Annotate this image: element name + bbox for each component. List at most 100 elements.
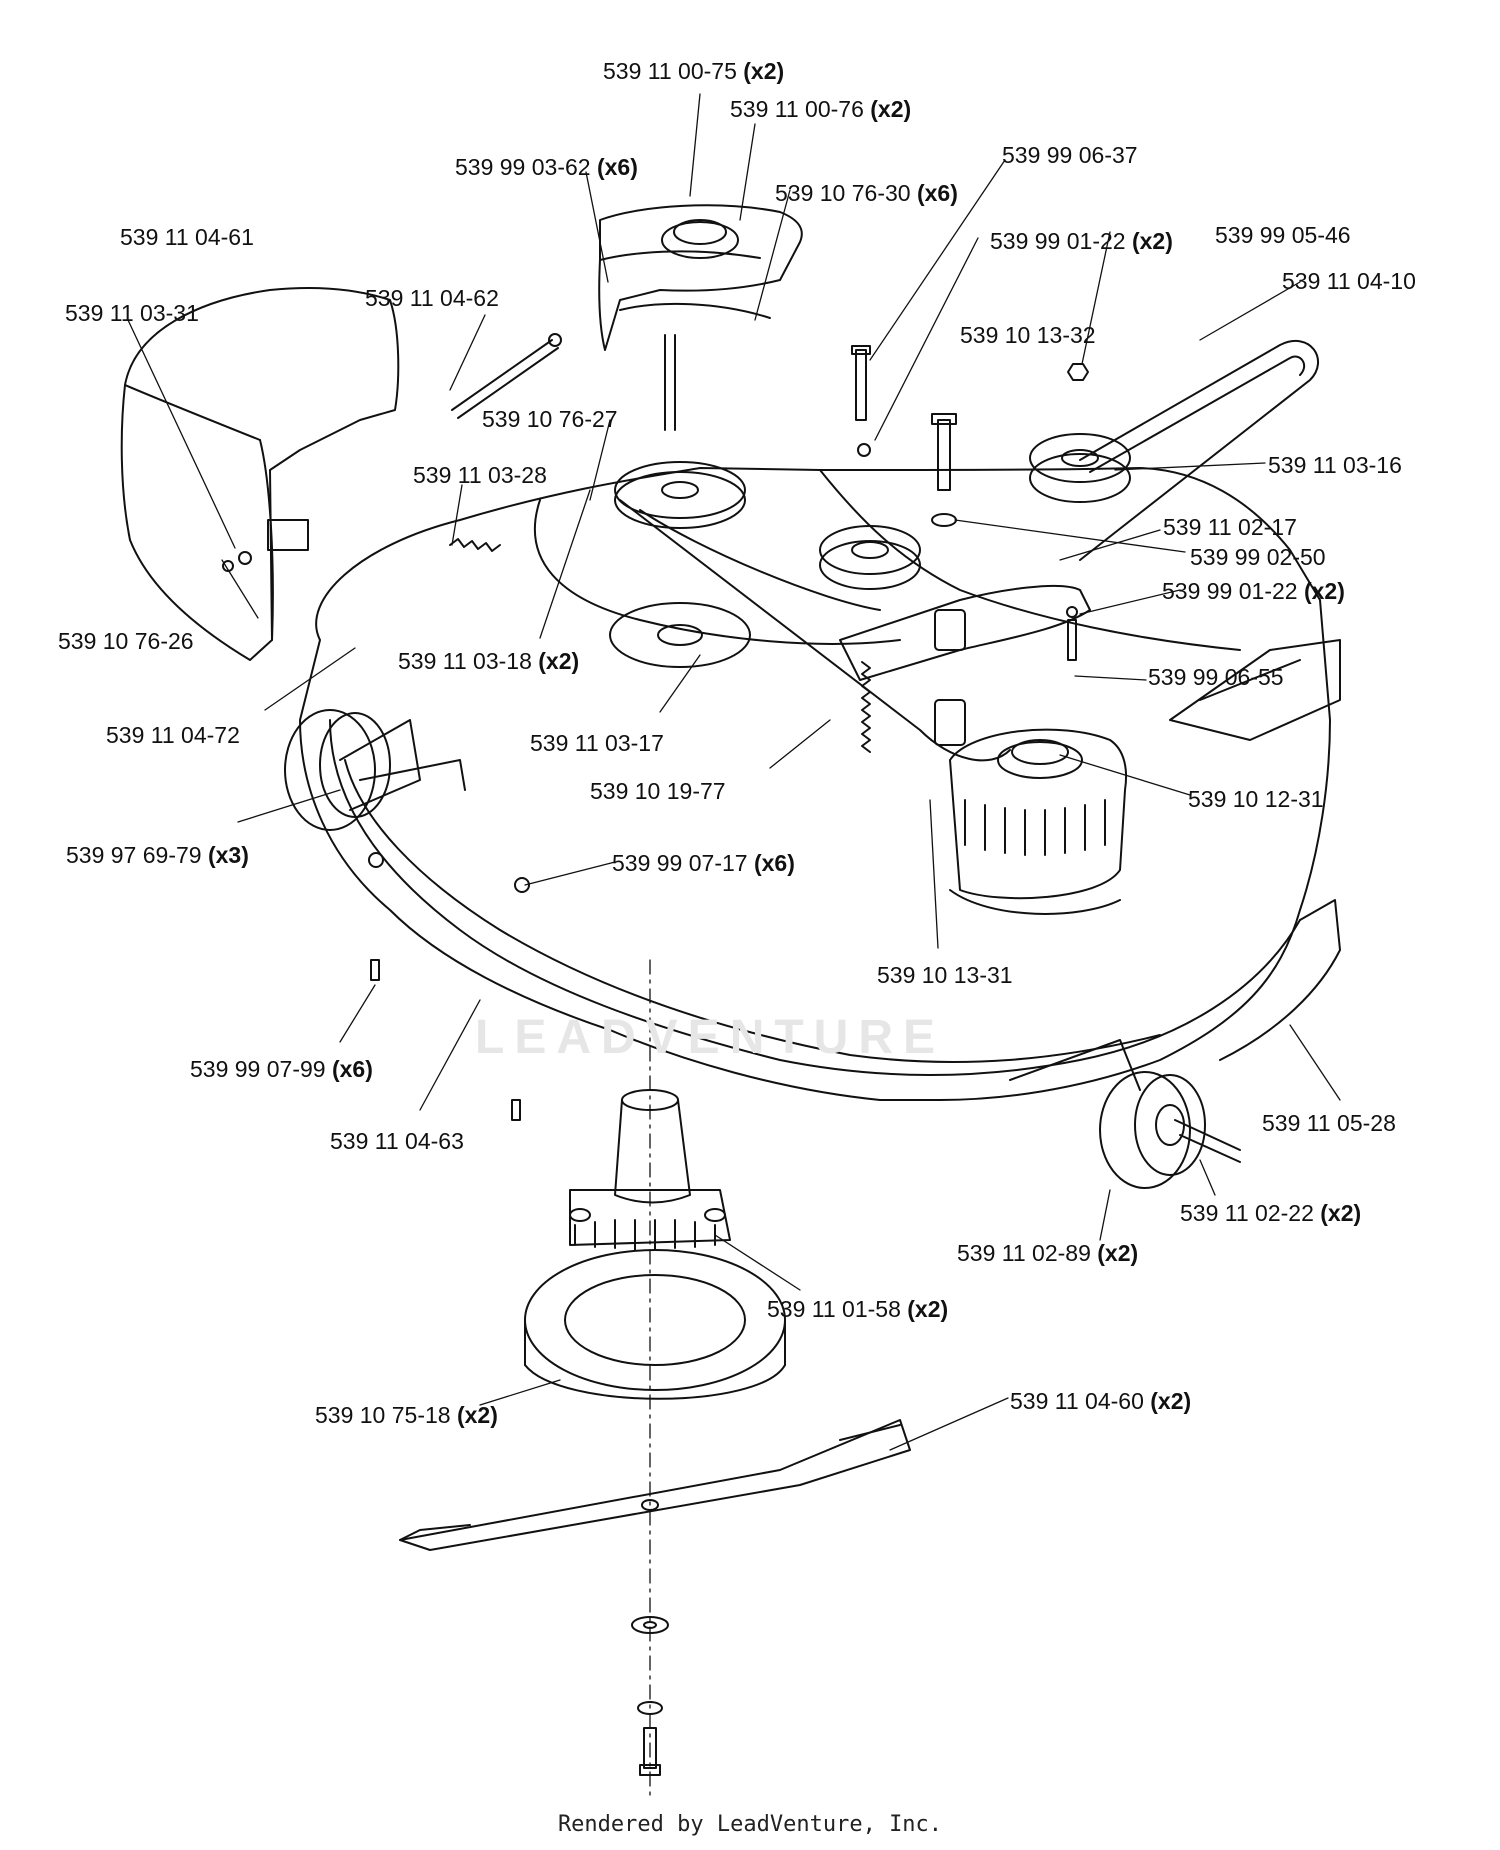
spindle-pulley bbox=[524, 1249, 786, 1400]
callout-label[interactable]: 539 11 04-62 bbox=[365, 285, 499, 311]
callout-label[interactable]: 539 11 02-17 bbox=[1163, 514, 1297, 540]
callout-label[interactable]: 539 10 13-32 bbox=[960, 322, 1096, 348]
callout-label[interactable]: 539 99 06-55 bbox=[1148, 664, 1284, 690]
callout-part-number: 539 99 03-62 bbox=[455, 154, 591, 180]
callout-part-number: 539 99 06-55 bbox=[1148, 664, 1284, 690]
drive-belt bbox=[619, 339, 1320, 762]
spindle-housing-right bbox=[949, 728, 1128, 915]
render-credit: Rendered by LeadVenture, Inc. bbox=[557, 1812, 943, 1837]
callout-quantity: (x2) bbox=[1131, 228, 1173, 254]
callout-label[interactable]: 539 11 03-17 bbox=[530, 730, 664, 756]
callout-label[interactable]: 539 99 07-99 (x6) bbox=[190, 1056, 373, 1082]
callout-part-number: 539 99 05-46 bbox=[1215, 222, 1351, 248]
callout-label[interactable]: 539 99 06-37 bbox=[1002, 142, 1138, 168]
callout-part-number: 539 10 76-26 bbox=[58, 628, 194, 654]
callout-part-number: 539 11 00-75 bbox=[603, 58, 737, 84]
callout-part-number: 539 99 01-22 bbox=[990, 228, 1126, 254]
callout-quantity: (x2) bbox=[1320, 1200, 1362, 1226]
watermark: LEADVENTURE bbox=[475, 1011, 946, 1064]
mower-deck-housing bbox=[299, 467, 1341, 1101]
callout-label[interactable]: 539 11 02-89 (x2) bbox=[957, 1240, 1138, 1266]
tension-spring bbox=[449, 538, 871, 753]
callout-label[interactable]: 539 11 03-28 bbox=[413, 462, 547, 488]
callout-label[interactable]: 539 10 76-30 (x6) bbox=[775, 180, 958, 206]
callout-part-number: 539 11 04-60 bbox=[1010, 1388, 1144, 1414]
callout-label[interactable]: 539 11 04-72 bbox=[106, 722, 240, 748]
callout-quantity: (x2) bbox=[538, 648, 580, 674]
callout-label[interactable]: 539 11 04-61 bbox=[120, 224, 254, 250]
callout-part-number: 539 11 03-28 bbox=[413, 462, 547, 488]
callout-label[interactable]: 539 11 05-28 bbox=[1262, 1110, 1396, 1136]
callout-part-number: 539 11 03-31 bbox=[65, 300, 199, 326]
callout-part-number: 539 11 03-18 bbox=[398, 648, 532, 674]
callout-label[interactable]: 539 11 04-60 (x2) bbox=[1010, 1388, 1191, 1414]
callout-label[interactable]: 539 10 12-31 bbox=[1188, 786, 1324, 812]
callout-label[interactable]: 539 11 04-10 bbox=[1282, 268, 1416, 294]
callout-label[interactable]: 539 99 03-62 (x6) bbox=[455, 154, 638, 180]
callout-label[interactable]: 539 11 00-75 (x2) bbox=[603, 58, 784, 84]
callout-label[interactable]: 539 11 04-63 bbox=[330, 1128, 464, 1154]
callout-quantity: (x2) bbox=[870, 96, 912, 122]
callout-label[interactable]: 539 99 01-22 (x2) bbox=[1162, 578, 1345, 604]
idler-pulley-center bbox=[819, 525, 921, 590]
callout-label[interactable]: 539 99 02-50 bbox=[1190, 544, 1326, 570]
callout-part-number: 539 11 00-76 bbox=[730, 96, 864, 122]
callout-label[interactable]: 539 11 03-18 (x2) bbox=[398, 648, 579, 674]
callout-label[interactable]: 539 10 75-18 (x2) bbox=[315, 1402, 498, 1428]
callout-part-number: 539 11 04-72 bbox=[106, 722, 240, 748]
callout-part-number: 539 99 07-99 bbox=[190, 1056, 326, 1082]
callout-part-number: 539 10 13-31 bbox=[877, 962, 1013, 988]
idler-pulley-right bbox=[1029, 433, 1131, 503]
callout-quantity: (x2) bbox=[1097, 1240, 1139, 1266]
callout-part-number: 539 10 12-31 bbox=[1188, 786, 1324, 812]
callout-part-number: 539 11 04-62 bbox=[365, 285, 499, 311]
callout-quantity: (x2) bbox=[907, 1296, 949, 1322]
callout-label[interactable]: 539 10 76-26 bbox=[58, 628, 194, 654]
deflector-shield bbox=[120, 287, 400, 661]
callout-quantity: (x2) bbox=[743, 58, 785, 84]
callout-quantity: (x2) bbox=[1150, 1388, 1192, 1414]
deflector-rod bbox=[451, 333, 562, 419]
mower-blade bbox=[399, 1419, 911, 1551]
callout-part-number: 539 11 03-16 bbox=[1268, 452, 1402, 478]
belt-cover-top bbox=[598, 204, 803, 431]
gauge-wheel-left bbox=[284, 709, 466, 831]
callout-part-number: 539 99 06-37 bbox=[1002, 142, 1138, 168]
callout-label[interactable]: 539 97 69-79 (x3) bbox=[66, 842, 249, 868]
leader-lines bbox=[127, 93, 1341, 1451]
callout-part-number: 539 11 02-89 bbox=[957, 1240, 1091, 1266]
gauge-wheel-right bbox=[1009, 1039, 1241, 1189]
blade-spindle-assembly bbox=[569, 1089, 731, 1251]
callout-part-number: 539 10 75-18 bbox=[315, 1402, 451, 1428]
callout-part-number: 539 11 05-28 bbox=[1262, 1110, 1396, 1136]
callout-quantity: (x6) bbox=[331, 1056, 373, 1082]
callout-label[interactable]: 539 99 05-46 bbox=[1215, 222, 1351, 248]
callout-label[interactable]: 539 11 02-22 (x2) bbox=[1180, 1200, 1361, 1226]
callout-part-number: 539 10 19-77 bbox=[590, 778, 726, 804]
callout-label[interactable]: 539 10 13-31 bbox=[877, 962, 1013, 988]
callout-label[interactable]: 539 11 03-16 bbox=[1268, 452, 1402, 478]
callout-part-number: 539 11 04-10 bbox=[1282, 268, 1416, 294]
callout-quantity: (x6) bbox=[596, 154, 638, 180]
callout-label[interactable]: 539 99 01-22 (x2) bbox=[990, 228, 1173, 254]
idler-pulley-left bbox=[609, 461, 751, 668]
callout-part-number: 539 11 01-58 bbox=[767, 1296, 901, 1322]
callout-quantity: (x2) bbox=[456, 1402, 498, 1428]
callout-part-number: 539 11 03-17 bbox=[530, 730, 664, 756]
callout-quantity: (x3) bbox=[207, 842, 249, 868]
side-shield-right bbox=[1169, 639, 1341, 741]
callout-quantity: (x2) bbox=[1303, 578, 1345, 604]
callout-part-number: 539 99 07-17 bbox=[612, 850, 748, 876]
callout-label[interactable]: 539 11 03-31 bbox=[65, 300, 199, 326]
callout-part-number: 539 10 13-32 bbox=[960, 322, 1096, 348]
callout-label[interactable]: 539 10 76-27 bbox=[482, 406, 618, 432]
callout-label[interactable]: 539 11 00-76 (x2) bbox=[730, 96, 911, 122]
callout-part-number: 539 97 69-79 bbox=[66, 842, 202, 868]
callout-label[interactable]: 539 99 07-17 (x6) bbox=[612, 850, 795, 876]
callout-part-number: 539 99 01-22 bbox=[1162, 578, 1298, 604]
callout-quantity: (x6) bbox=[753, 850, 795, 876]
callout-part-number: 539 11 04-61 bbox=[120, 224, 254, 250]
callout-label[interactable]: 539 11 01-58 (x2) bbox=[767, 1296, 948, 1322]
callout-label[interactable]: 539 10 19-77 bbox=[590, 778, 726, 804]
